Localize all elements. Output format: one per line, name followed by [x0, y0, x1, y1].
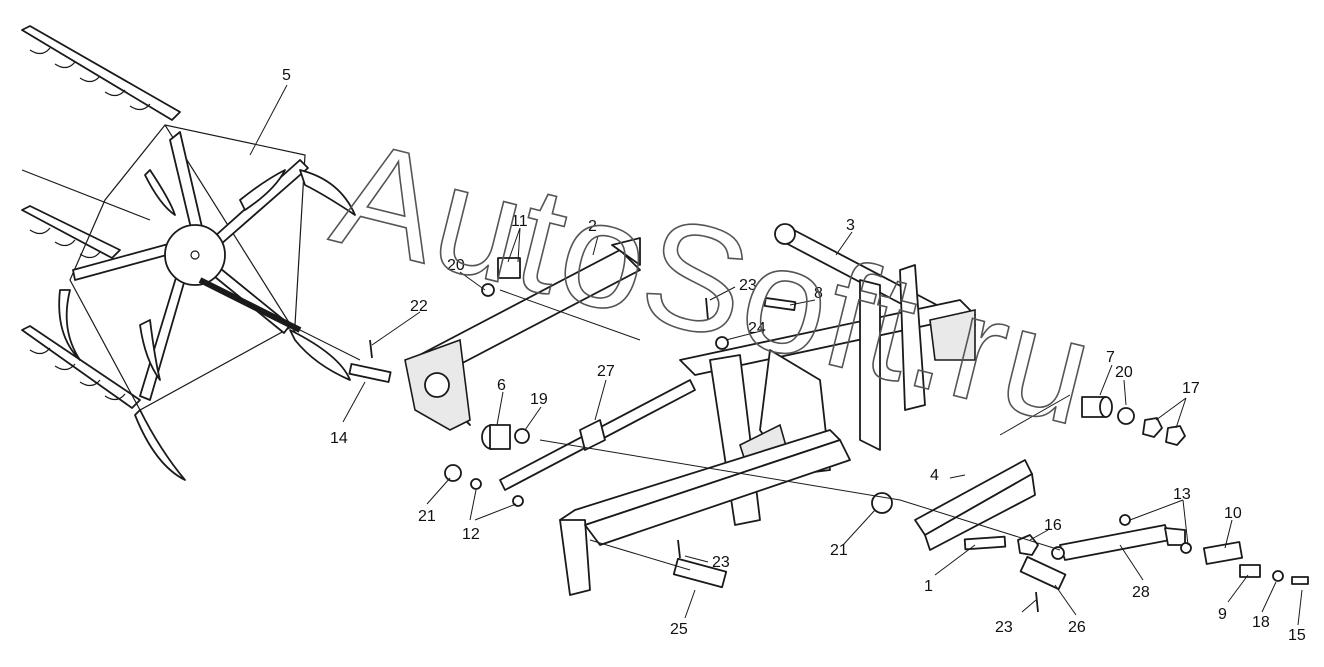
reel-hub: [164, 224, 226, 286]
callout-20: 20: [1115, 364, 1133, 381]
washer-21-left: [444, 464, 462, 482]
callout-23-top: 23: [739, 277, 757, 294]
callout-17: 17: [1182, 380, 1200, 397]
callout-15: 15: [1288, 627, 1306, 644]
callout-24: 24: [748, 320, 766, 337]
callout-28: 28: [1132, 584, 1150, 601]
callout-18: 18: [1252, 614, 1270, 631]
cylinder-27: [499, 379, 696, 491]
pin-26: [1019, 555, 1067, 591]
callout-6: 6: [497, 377, 506, 394]
callout-22: 22: [410, 298, 428, 315]
callout-21-top: 20: [447, 257, 465, 274]
callout-23-low: 23: [712, 554, 730, 571]
lower-bracket: [559, 429, 851, 596]
callout-26: 26: [1068, 619, 1086, 636]
pin-14: [348, 363, 392, 383]
nut-13b: [1180, 542, 1192, 554]
pin-25: [672, 557, 728, 589]
callout-7: 7: [1106, 349, 1115, 366]
callout-13: 13: [1173, 486, 1191, 503]
assembly-axis-lines: [299, 289, 1071, 571]
callout-8: 8: [814, 285, 823, 302]
bolt-15: [1291, 576, 1309, 585]
callout-4: 4: [930, 467, 939, 484]
callout-16: 16: [1044, 517, 1062, 534]
callout-12: 12: [462, 526, 480, 543]
bushing-7: [1081, 396, 1113, 418]
nut-12: [470, 478, 482, 490]
nut-12b: [512, 495, 524, 507]
callout-21-left: 21: [418, 508, 436, 525]
callout-1: 1: [924, 578, 933, 595]
callout-25: 25: [670, 621, 688, 638]
washer-19: [514, 428, 530, 444]
callout-leaders: [249, 84, 1303, 626]
reel-slat-top: [21, 25, 181, 121]
callout-3: 3: [846, 217, 855, 234]
reel-spokes: [72, 131, 309, 401]
nut-16: [1017, 534, 1039, 556]
cotter-23-top: [705, 297, 709, 321]
callout-9: 9: [1218, 606, 1227, 623]
bushing-6: [481, 424, 511, 450]
cotter-23-right: [1035, 591, 1039, 613]
callout-10: 10: [1224, 505, 1242, 522]
washer-20: [1117, 407, 1135, 425]
frame-lever: [899, 264, 926, 411]
pin-1: [963, 535, 1007, 551]
reel-axle: [198, 277, 302, 333]
callout-27: 27: [597, 363, 615, 380]
nut-13a: [1119, 514, 1131, 526]
pin-24: [715, 336, 729, 350]
callout-11: 11: [511, 213, 528, 230]
plate-9: [1239, 564, 1261, 578]
callout-14: 14: [330, 430, 348, 447]
callout-labels: 5 11 2 3 20 23 8 22 24 7 6 27 20 17 19 1…: [282, 67, 1306, 644]
callout-23-right: 23: [995, 619, 1013, 636]
pin-8: [763, 297, 797, 311]
callout-2: 2: [588, 218, 597, 235]
arm-beam: [404, 235, 641, 431]
bushing-10: [1202, 541, 1244, 565]
reel-slat-middle: [21, 205, 121, 259]
bracket-4: [914, 459, 1036, 551]
nut-17b: [1165, 425, 1186, 446]
callout-5: 5: [282, 67, 291, 84]
cotter-22: [369, 339, 373, 359]
washer-18: [1272, 570, 1284, 582]
cotter-23-low: [677, 539, 681, 559]
nut-17a: [1142, 417, 1163, 438]
callout-21-right: 21: [830, 542, 848, 559]
callout-19: 19: [530, 391, 548, 408]
reel-assembly: [21, 25, 356, 481]
cylinder-28: [1051, 524, 1186, 561]
washer-21-top: [481, 283, 495, 297]
reel-slat-bottom: [21, 325, 141, 409]
